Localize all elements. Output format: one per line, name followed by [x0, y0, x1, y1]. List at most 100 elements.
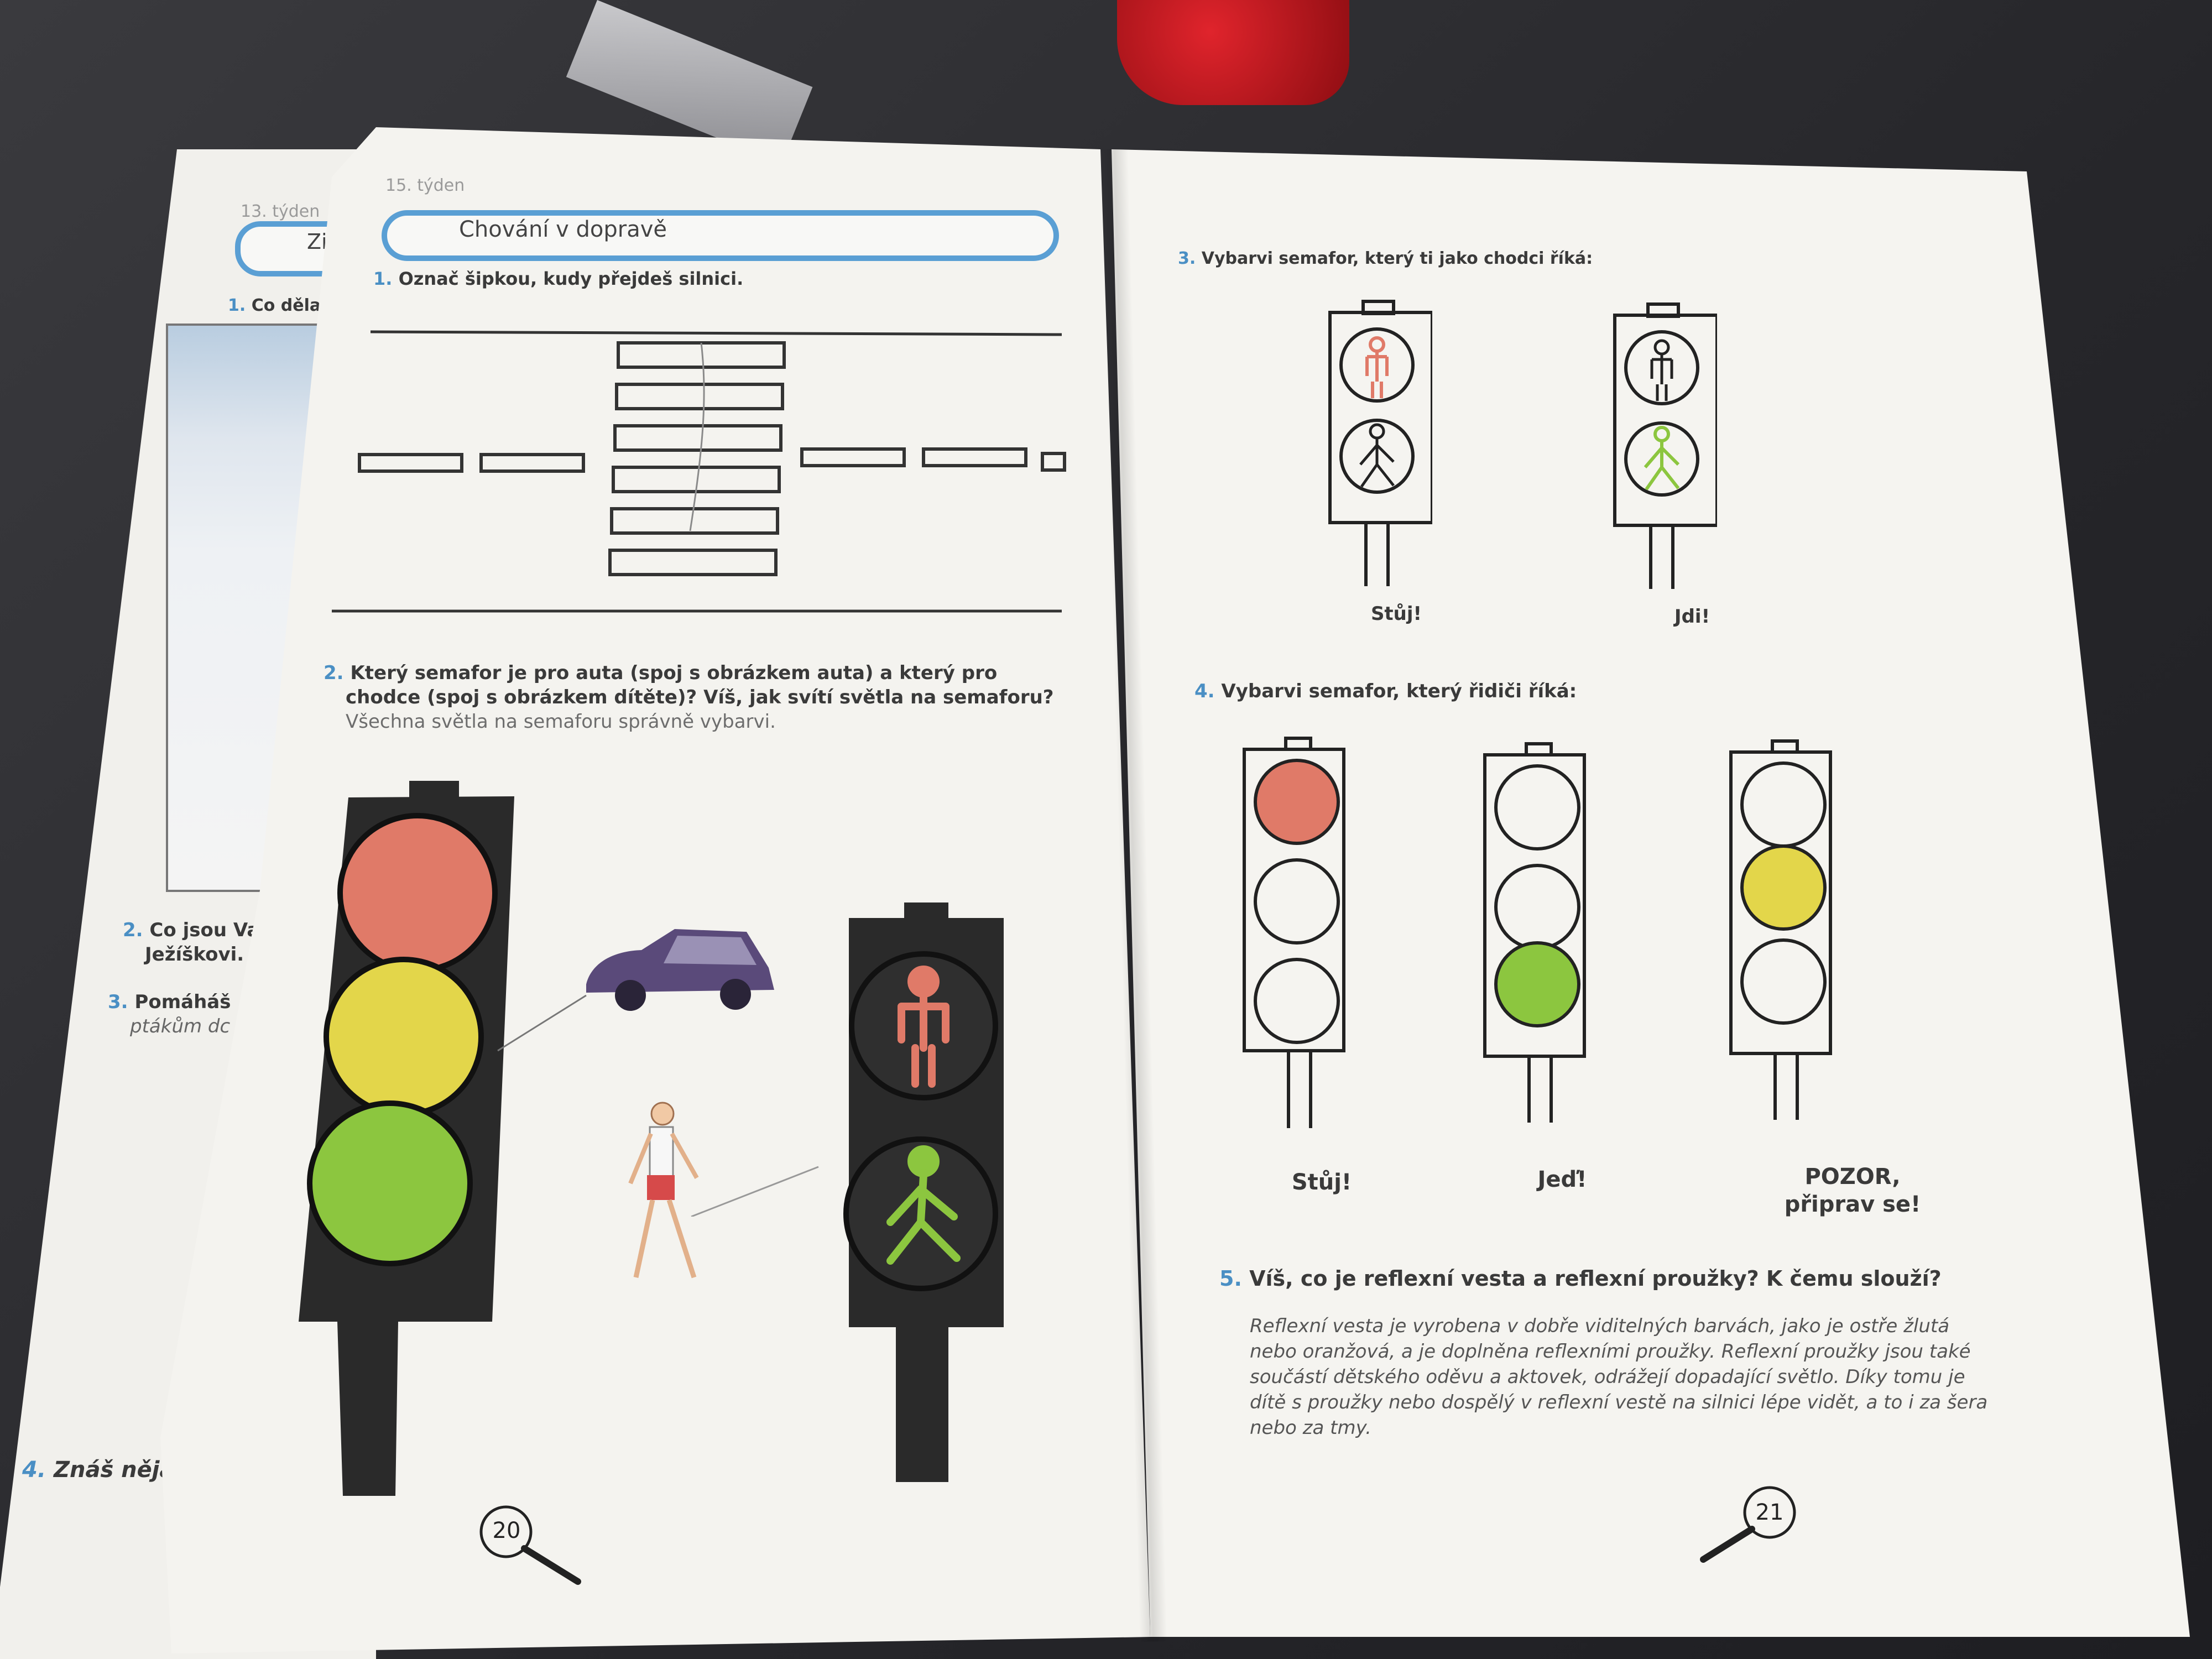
- zebra-stripe: [615, 383, 784, 410]
- right-q5-text: Víš, co je reflexní vesta a reflexní pro…: [1249, 1266, 1942, 1291]
- back-q2-line2: Ježíškovi.: [145, 943, 244, 966]
- q3-stop-lower-lens: [1339, 419, 1415, 494]
- pedestrian-traffic-light-drawing: [843, 902, 1004, 1482]
- right-q3-text: Vybarvi semafor, který ti jako chodci ří…: [1201, 249, 1593, 268]
- q4-label-stop: Stůj!: [1291, 1170, 1352, 1195]
- car-traffic-light-drawing: [299, 781, 514, 1496]
- page-number-21: 21: [1755, 1500, 1784, 1525]
- pencil-arrow-line: [689, 342, 705, 531]
- q3-stop-upper-lens: [1339, 327, 1415, 403]
- zebra-stripe: [610, 507, 779, 535]
- q3-label-stop: Stůj!: [1370, 603, 1422, 625]
- line-child-to-light: [691, 1166, 819, 1217]
- page-number-20: 20: [492, 1518, 521, 1543]
- q4-stop-green: [1254, 958, 1340, 1044]
- q5-answer-line: součástí dětského oděvu a aktovek, odráž…: [1250, 1366, 1965, 1388]
- back-q2-num: 2.: [123, 919, 143, 941]
- q4-ready-red: [1740, 761, 1827, 848]
- lane-dash: [358, 453, 463, 473]
- zebra-stripe: [613, 424, 782, 452]
- road-crossing-diagram: [332, 330, 1066, 613]
- line-car-to-light: [497, 994, 587, 1052]
- q4-stop-red: [1254, 759, 1340, 845]
- q5-answer-line: dítě s proužky nebo dospělý v reflexní v…: [1250, 1391, 1988, 1413]
- child-legs: [633, 1199, 697, 1279]
- left-page-title-pill: [382, 210, 1059, 261]
- lane-dash: [1041, 452, 1066, 472]
- right-q3: 3. Vybarvi semafor, který ti jako chodci…: [1178, 249, 1593, 268]
- left-q2-num: 2.: [324, 662, 344, 684]
- q5-answer-line: nebo za tmy.: [1250, 1417, 1371, 1439]
- walking-child-picture: [628, 1102, 699, 1279]
- q3-go-upper-lens: [1624, 330, 1699, 405]
- car-wheel-front: [615, 980, 646, 1011]
- q4-ready-yellow: [1740, 844, 1827, 931]
- left-page: [160, 127, 1150, 1653]
- q3-pedestrian-light-go: [1613, 302, 1717, 589]
- page-number-20-magnifier: [479, 1505, 581, 1585]
- car-light-green: [307, 1100, 473, 1266]
- right-q4-text: Vybarvi semafor, který řidiči říká:: [1221, 680, 1577, 702]
- q3-go-lower-lens: [1624, 421, 1699, 497]
- q3-go-standing-figure: [1650, 339, 1673, 401]
- lane-dash: [922, 447, 1027, 467]
- q3-stop-walking-figure: [1359, 423, 1395, 488]
- left-q2-line3: Všechna světla na semaforu správně vybar…: [346, 711, 776, 733]
- child-arms: [628, 1133, 699, 1185]
- car-light-yellow: [324, 957, 484, 1117]
- right-q5-answer: Reflexní vesta je vyrobena v dobře vidit…: [1250, 1313, 1987, 1441]
- back-q1-num: 1.: [228, 296, 246, 315]
- q4-car-light-go: [1483, 742, 1586, 1123]
- car-window: [664, 936, 757, 965]
- back-page-week: 13. týden: [241, 202, 320, 221]
- q3-stop-standing-figure: [1365, 336, 1389, 398]
- pencil-connection-lines: [497, 994, 819, 1217]
- q4-car-light-ready: [1729, 739, 1832, 1120]
- car-picture: [586, 929, 774, 1011]
- q4-stop-yellow: [1254, 858, 1340, 945]
- q4-car-light-stop: [1243, 737, 1345, 1128]
- back-q3-num: 3.: [108, 991, 128, 1013]
- ped-figure-standing: [898, 966, 950, 1088]
- left-q2-line2: chodce (spoj s obrázkem dítěte)? Víš, ja…: [346, 686, 1054, 708]
- q5-answer-line: nebo oranžová, a je doplněna reflexními …: [1250, 1340, 1971, 1363]
- q4-label-ready-line2: připrav se!: [1784, 1192, 1921, 1217]
- right-q5-num: 5.: [1219, 1266, 1242, 1291]
- ped-light-top-cap: [904, 902, 948, 919]
- q4-ready-green: [1740, 938, 1827, 1025]
- ped-light-pole: [896, 1327, 948, 1482]
- road-edge-top: [370, 330, 1062, 336]
- left-q2-line1: Který semafor je pro auta (spoj s obrázk…: [350, 662, 998, 684]
- q3-go-walking-figure: [1644, 426, 1680, 491]
- left-q1-text: Označ šipkou, kudy přejdeš silnici.: [398, 268, 744, 289]
- child-shirt: [649, 1126, 674, 1178]
- q4-go-green: [1494, 941, 1580, 1027]
- right-q5: 5. Víš, co je reflexní vesta a reflexní …: [1219, 1266, 1942, 1291]
- ped-figure-walking: [886, 1145, 961, 1265]
- q4-label-ready-line1: POZOR,: [1804, 1164, 1901, 1190]
- car-light-pole: [337, 1322, 398, 1496]
- q3-pedestrian-light-stop: [1328, 300, 1432, 586]
- back-q3-line2: ptákům dc: [130, 1015, 231, 1037]
- q4-go-red: [1494, 764, 1580, 851]
- right-q3-num: 3.: [1178, 249, 1196, 268]
- q3-label-go: Jdi!: [1674, 606, 1710, 628]
- red-object: [1117, 0, 1349, 105]
- back-q2-line1: Co jsou Va: [149, 919, 260, 941]
- page-number-21-magnifier: [1700, 1486, 1796, 1563]
- zebra-stripe: [608, 549, 778, 576]
- child-head: [650, 1102, 675, 1126]
- child-shorts: [647, 1175, 675, 1200]
- lane-dash: [800, 447, 906, 467]
- q4-go-yellow: [1494, 864, 1580, 950]
- left-q1-num: 1.: [373, 268, 393, 289]
- car-wheel-back: [720, 979, 751, 1010]
- back-page-q2: 2. Co jsou Va Ježíškovi.: [123, 918, 259, 967]
- back-q4-num: 4.: [22, 1457, 46, 1483]
- car-light-red: [337, 813, 498, 973]
- left-page-title: Chování v dopravě: [459, 217, 667, 242]
- q4-label-go: Jeď!: [1537, 1167, 1587, 1192]
- lane-dash: [479, 453, 585, 473]
- back-page-q3: 3. Pomáháš ptákům dc: [108, 990, 231, 1039]
